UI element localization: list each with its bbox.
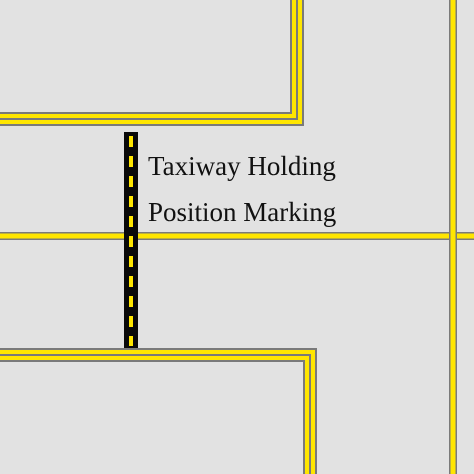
label-line-1: Taxiway Holding — [148, 151, 336, 181]
holding-position-marking — [124, 132, 138, 348]
lower-left-edge-marking — [0, 348, 317, 474]
label-line-2: Position Marking — [148, 197, 337, 227]
holding-position-label: Taxiway Holding Position Marking — [148, 143, 336, 235]
upper-left-edge-marking — [0, 0, 304, 126]
